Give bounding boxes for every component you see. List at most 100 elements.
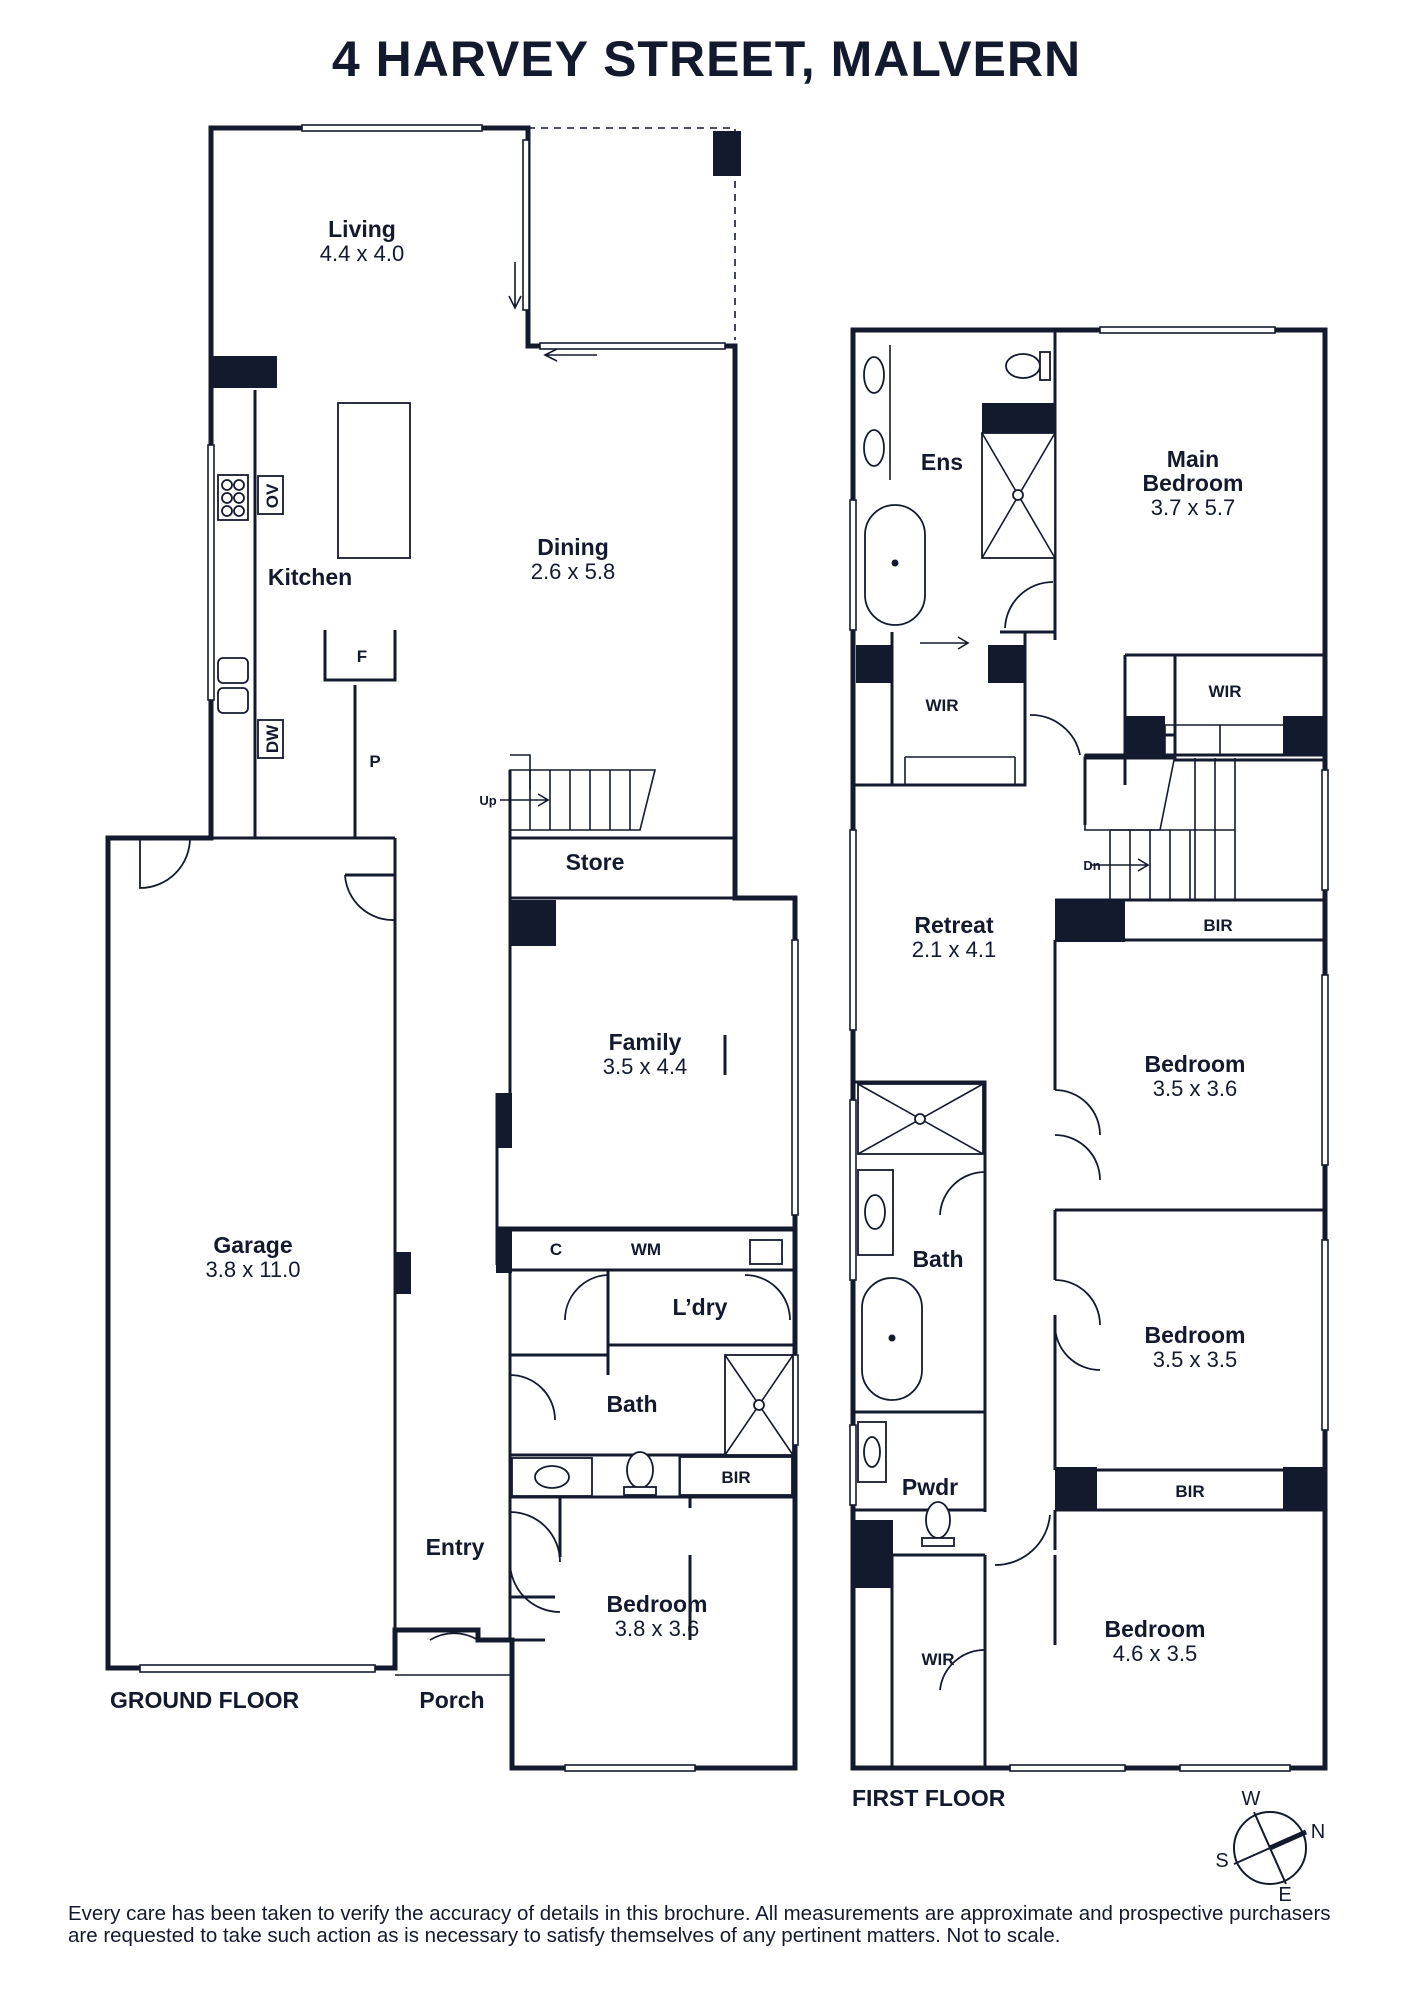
deck-outline [528, 127, 736, 340]
room-name-bedroom-4: Bedroom [1105, 1616, 1206, 1642]
bath-vanity [857, 1169, 894, 1256]
room-name-bath: Bath [606, 1391, 657, 1417]
wir-door-swing [939, 1649, 986, 1691]
room-name-bedroom-3: Bedroom [1145, 1322, 1246, 1348]
window [207, 444, 215, 701]
window [791, 939, 799, 1216]
room-size-living: 4.4 x 4.0 [320, 241, 404, 266]
column [1283, 716, 1325, 756]
garage-door-swing [139, 837, 191, 889]
kitchen-island [337, 402, 411, 559]
compass: W N S E [1215, 1788, 1325, 1906]
laundry-door-swing [564, 1274, 791, 1321]
window [1321, 1239, 1329, 1431]
window [849, 829, 857, 1031]
room-size-family: 3.5 x 4.4 [603, 1054, 687, 1079]
room-name-family: Family [609, 1029, 682, 1055]
bedroom-door-swing [509, 1511, 561, 1613]
ground-interior-walls [211, 390, 795, 1642]
ground-floor-plan: Living 4.4 x 4.0 Dining 2.6 x 5.8 Kitche… [105, 124, 799, 1772]
room-name-bedroom: Bedroom [607, 1591, 708, 1617]
compass-e: E [1278, 1884, 1291, 1906]
room-name-dining: Dining [537, 534, 609, 560]
bedroom-door-swing [994, 1514, 1051, 1566]
room-name-first-bath: Bath [912, 1246, 963, 1272]
window [1321, 769, 1329, 891]
window [1009, 1764, 1126, 1772]
room-name-living: Living [328, 216, 396, 242]
ground-stairs [500, 754, 657, 831]
stairs-up-label: Up [479, 793, 496, 808]
ground-bir [679, 1456, 793, 1496]
oven-label: OV [263, 483, 282, 508]
window [539, 342, 726, 350]
column [1125, 716, 1165, 756]
room-size-main-bedroom: 3.7 x 5.7 [1151, 495, 1235, 520]
bedroom-door-swing [1054, 1279, 1101, 1371]
column [982, 403, 1055, 433]
column [1055, 900, 1125, 942]
window [1179, 1764, 1291, 1772]
column [496, 1093, 512, 1148]
ens-toilet [1005, 353, 1041, 379]
bath-door-swing [509, 1374, 556, 1421]
page-title: 4 HARVEY STREET, MALVERN [331, 31, 1082, 87]
room-name-porch: Porch [419, 1687, 484, 1713]
room-name-bedroom-2: Bedroom [1145, 1051, 1246, 1077]
room-size-bedroom-4: 4.6 x 3.5 [1113, 1641, 1197, 1666]
window [564, 1764, 696, 1772]
ground-bir-label: BIR [721, 1468, 750, 1487]
dishwasher-label: DW [263, 724, 282, 753]
room-size-bedroom: 3.8 x 3.6 [615, 1616, 699, 1641]
wir-label: WIR [925, 696, 958, 715]
compass-n: N [1311, 1821, 1325, 1843]
disclaimer: Every care has been taken to verify the … [68, 1902, 1331, 1947]
ens-basin [863, 356, 885, 394]
ground-floor-label: GROUND FLOOR [110, 1687, 299, 1713]
window [849, 1424, 857, 1506]
hall-door-swing [344, 874, 396, 921]
kitchen-sink [217, 657, 249, 684]
dishwasher [257, 719, 284, 759]
window [1321, 974, 1329, 1166]
toilet [626, 1451, 654, 1489]
stairs-down-label: Dn [1083, 858, 1100, 873]
window [849, 1099, 857, 1281]
room-size-bedroom-3: 3.5 x 3.5 [1153, 1347, 1237, 1372]
window [139, 1664, 376, 1673]
bir-label: BIR [1175, 1482, 1204, 1501]
room-size-retreat: 2.1 x 4.1 [912, 937, 996, 962]
room-name-pwdr: Pwdr [902, 1474, 958, 1500]
room-name-laundry: L’dry [673, 1294, 728, 1320]
first-floor-label: FIRST FLOOR [852, 1785, 1006, 1811]
cupboard-label: C [550, 1240, 562, 1259]
room-name-store: Store [566, 849, 625, 875]
retreat-door-swing [1029, 714, 1081, 756]
porch-door-swing [429, 1632, 479, 1641]
ens-door-swing [1004, 581, 1054, 629]
first-stairs [1084, 754, 1236, 900]
first-floor-plan: Ens Main Bedroom 3.7 x 5.7 Retreat 2.1 x… [849, 326, 1329, 1811]
pwdr-toilet [925, 1501, 951, 1539]
laundry-tub [749, 1239, 783, 1265]
washing-machine-label: WM [631, 1240, 661, 1259]
wir-label: WIR [1208, 682, 1241, 701]
wir-label: WIR [921, 1650, 954, 1669]
column [395, 1252, 411, 1294]
column [988, 645, 1025, 683]
oven [257, 475, 284, 515]
room-name-ens: Ens [921, 449, 963, 475]
room-size-bedroom-2: 3.5 x 3.6 [1153, 1076, 1237, 1101]
room-name-kitchen: Kitchen [268, 564, 352, 590]
room-size-dining: 2.6 x 5.8 [531, 559, 615, 584]
column [213, 356, 277, 388]
column [496, 1228, 512, 1273]
window [522, 139, 530, 311]
window [849, 499, 857, 631]
room-name-main-bedroom-1: Main [1167, 446, 1219, 472]
compass-w: W [1242, 1788, 1261, 1810]
column [856, 645, 892, 683]
room-name-garage: Garage [213, 1232, 292, 1258]
fridge-label: F [357, 647, 367, 666]
